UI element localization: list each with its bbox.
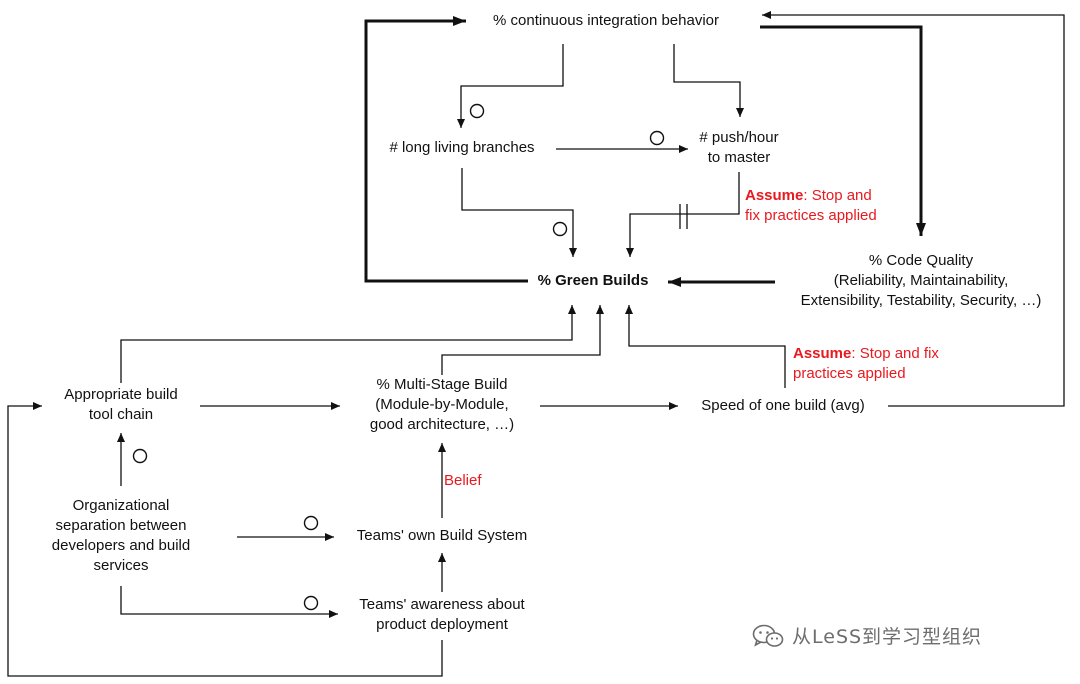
node-push-per-hour-line2: to master — [707, 149, 771, 166]
node-build-tool-chain-line1: Appropriate build — [64, 386, 178, 403]
arrow-ci-behavior-to-push-hour — [673, 44, 744, 117]
node-code-quality-line2: (Reliability, Maintainability, — [833, 272, 1009, 289]
arrow-push-hour-to-green-builds — [626, 172, 740, 257]
node-build-tool-chain-line2: tool chain — [88, 406, 154, 423]
arrow-build-tool-chain-to-green-builds — [120, 305, 576, 383]
node-org-separation: Organizational separation between develo… — [52, 496, 190, 576]
arrow-speed-build-to-green-builds — [625, 305, 786, 388]
node-teams-awareness: Teams' awareness about product deploymen… — [359, 595, 524, 635]
arrow-ci-behavior-to-code-quality — [760, 25, 926, 236]
arrow-long-branches-to-green-builds — [461, 168, 577, 257]
node-ci-behavior: % continuous integration behavior — [493, 12, 719, 29]
node-speed-of-build: Speed of one build (avg) — [701, 397, 865, 414]
opposite-polarity-marker — [132, 448, 148, 464]
assumption-text: : Stop and — [803, 187, 872, 204]
watermark: 从LeSS到学习型组织 — [752, 622, 982, 649]
node-code-quality-line1: % Code Quality — [868, 252, 974, 269]
opposite-polarity-marker — [303, 515, 319, 531]
node-build-tool-chain: Appropriate build tool chain — [64, 385, 177, 425]
node-push-per-hour-line1: # push/hour — [699, 129, 779, 146]
belief-note: Belief — [444, 472, 482, 489]
arrow-multi-stage-to-green-builds — [441, 305, 604, 375]
node-code-quality-line3: Extensibility, Testability, Security, …) — [800, 292, 1042, 309]
node-green-builds: % Green Builds — [537, 272, 649, 289]
assumption-keyword: Assume — [745, 187, 804, 204]
assumption-text-line2: fix practices applied — [745, 207, 877, 224]
node-multi-stage-line3: good architecture, …) — [369, 416, 515, 433]
arrow-speed-build-to-ci-behavior — [762, 11, 1065, 407]
node-multi-stage-build: % Multi-Stage Build (Module-by-Module, g… — [370, 375, 514, 435]
wechat-icon — [752, 624, 784, 647]
node-push-per-hour: # push/hour to master — [699, 128, 778, 168]
arrow-green-builds-to-ci-behavior — [364, 16, 528, 283]
arrow-org-separation-to-teams-awareness — [120, 586, 338, 618]
assumption-text: : Stop and fix — [851, 345, 939, 362]
node-org-separation-line3: developers and build — [51, 537, 191, 554]
node-multi-stage-line2: (Module-by-Module, — [375, 396, 509, 413]
assumption-keyword: Assume — [793, 345, 852, 362]
assumption-text-line2: practices applied — [793, 365, 906, 382]
assumption-note-speed-build: Assume: Stop and fix practices applied — [793, 344, 939, 384]
opposite-polarity-marker — [469, 103, 485, 119]
node-code-quality: % Code Quality (Reliability, Maintainabi… — [801, 251, 1042, 311]
node-long-living-branches: # long living branches — [389, 139, 535, 156]
node-teams-build-system: Teams' own Build System — [356, 527, 528, 544]
opposite-polarity-marker — [649, 130, 665, 146]
arrow-teams-awareness-to-build-tool-chain — [7, 402, 443, 677]
node-multi-stage-line1: % Multi-Stage Build — [376, 376, 508, 393]
opposite-polarity-marker — [552, 221, 568, 237]
node-org-separation-line1: Organizational — [72, 497, 170, 514]
opposite-polarity-marker — [303, 595, 319, 611]
node-teams-awareness-line1: Teams' awareness about — [359, 596, 525, 613]
node-org-separation-line4: services — [93, 557, 149, 574]
arrow-ci-behavior-to-long-branches — [457, 44, 564, 128]
node-org-separation-line2: separation between — [55, 517, 187, 534]
watermark-text: 从LeSS到学习型组织 — [792, 626, 983, 648]
node-teams-awareness-line2: product deployment — [376, 616, 508, 633]
assumption-note-push-hour: Assume: Stop and fix practices applied — [745, 186, 877, 226]
